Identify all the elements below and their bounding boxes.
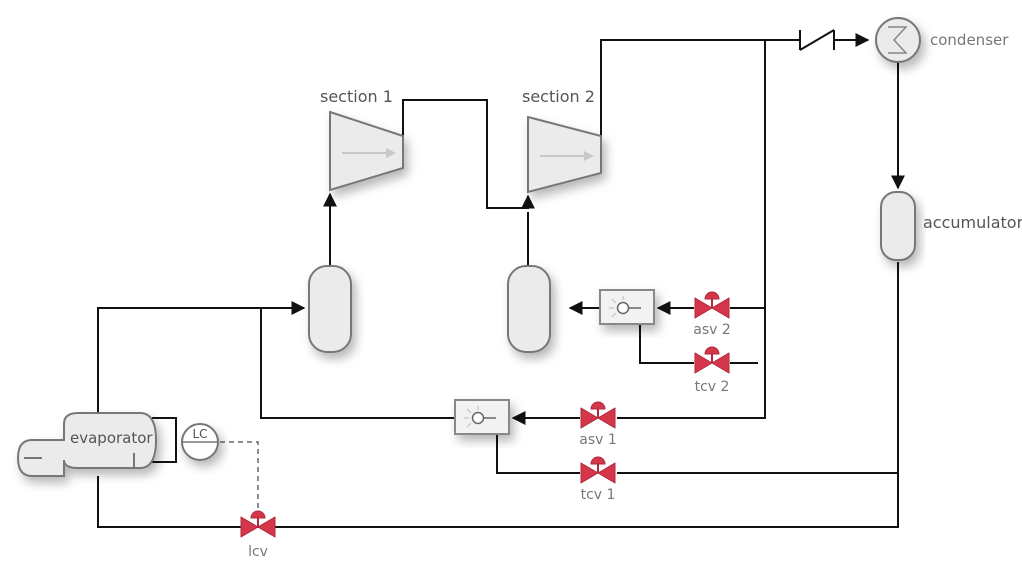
label-section-1: section 1 [320, 87, 393, 106]
level-controller-lc [181, 423, 219, 461]
pipe-recycle-header [617, 40, 766, 419]
accumulator-vessel [880, 191, 916, 261]
recycle-cooler-2 [599, 289, 655, 325]
pipes [97, 29, 905, 528]
pipe-section1-to-section2 [402, 99, 535, 209]
label-condenser: condenser [930, 31, 1009, 49]
suction-drum-2 [507, 265, 551, 353]
label-lcv: lcv [248, 544, 268, 560]
pipe-section2-discharge [600, 39, 800, 136]
check-valve [799, 29, 835, 51]
label-asv-2: asv 2 [693, 322, 731, 338]
pipe-evaporator-to-drum1 [97, 301, 306, 418]
pipe-cooler2-to-tcv2 [639, 325, 694, 364]
anti-surge-valve-1[interactable] [580, 401, 616, 429]
pipe-cooler1-to-drum1-inlet [260, 308, 454, 419]
label-section-2: section 2 [522, 87, 595, 106]
level-control-valve[interactable] [240, 510, 276, 538]
suction-drum-1 [308, 265, 352, 353]
condenser-exchanger [875, 17, 921, 63]
lc-signal-line [220, 441, 259, 516]
label-level-controller: LC [192, 427, 207, 441]
recycle-cooler-1 [454, 399, 510, 435]
label-tcv-1: tcv 1 [581, 487, 616, 503]
compressor-section-2 [527, 115, 602, 194]
temperature-control-valve-1[interactable] [580, 456, 616, 484]
temperature-control-valve-2[interactable] [694, 346, 730, 374]
label-asv-1: asv 1 [579, 432, 617, 448]
label-accumulator: accumulator [923, 213, 1022, 232]
compressor-section-1 [329, 110, 404, 192]
label-evaporator: evaporator [70, 429, 153, 447]
label-tcv-2: tcv 2 [695, 379, 730, 395]
evaporator-vessel [16, 412, 158, 477]
pipe-evaporator-to-lc [152, 417, 177, 463]
pipe-accumulator-return [97, 262, 899, 528]
pipe-cooler1-to-tcv1 [496, 435, 580, 474]
anti-surge-valve-2[interactable] [694, 291, 730, 319]
